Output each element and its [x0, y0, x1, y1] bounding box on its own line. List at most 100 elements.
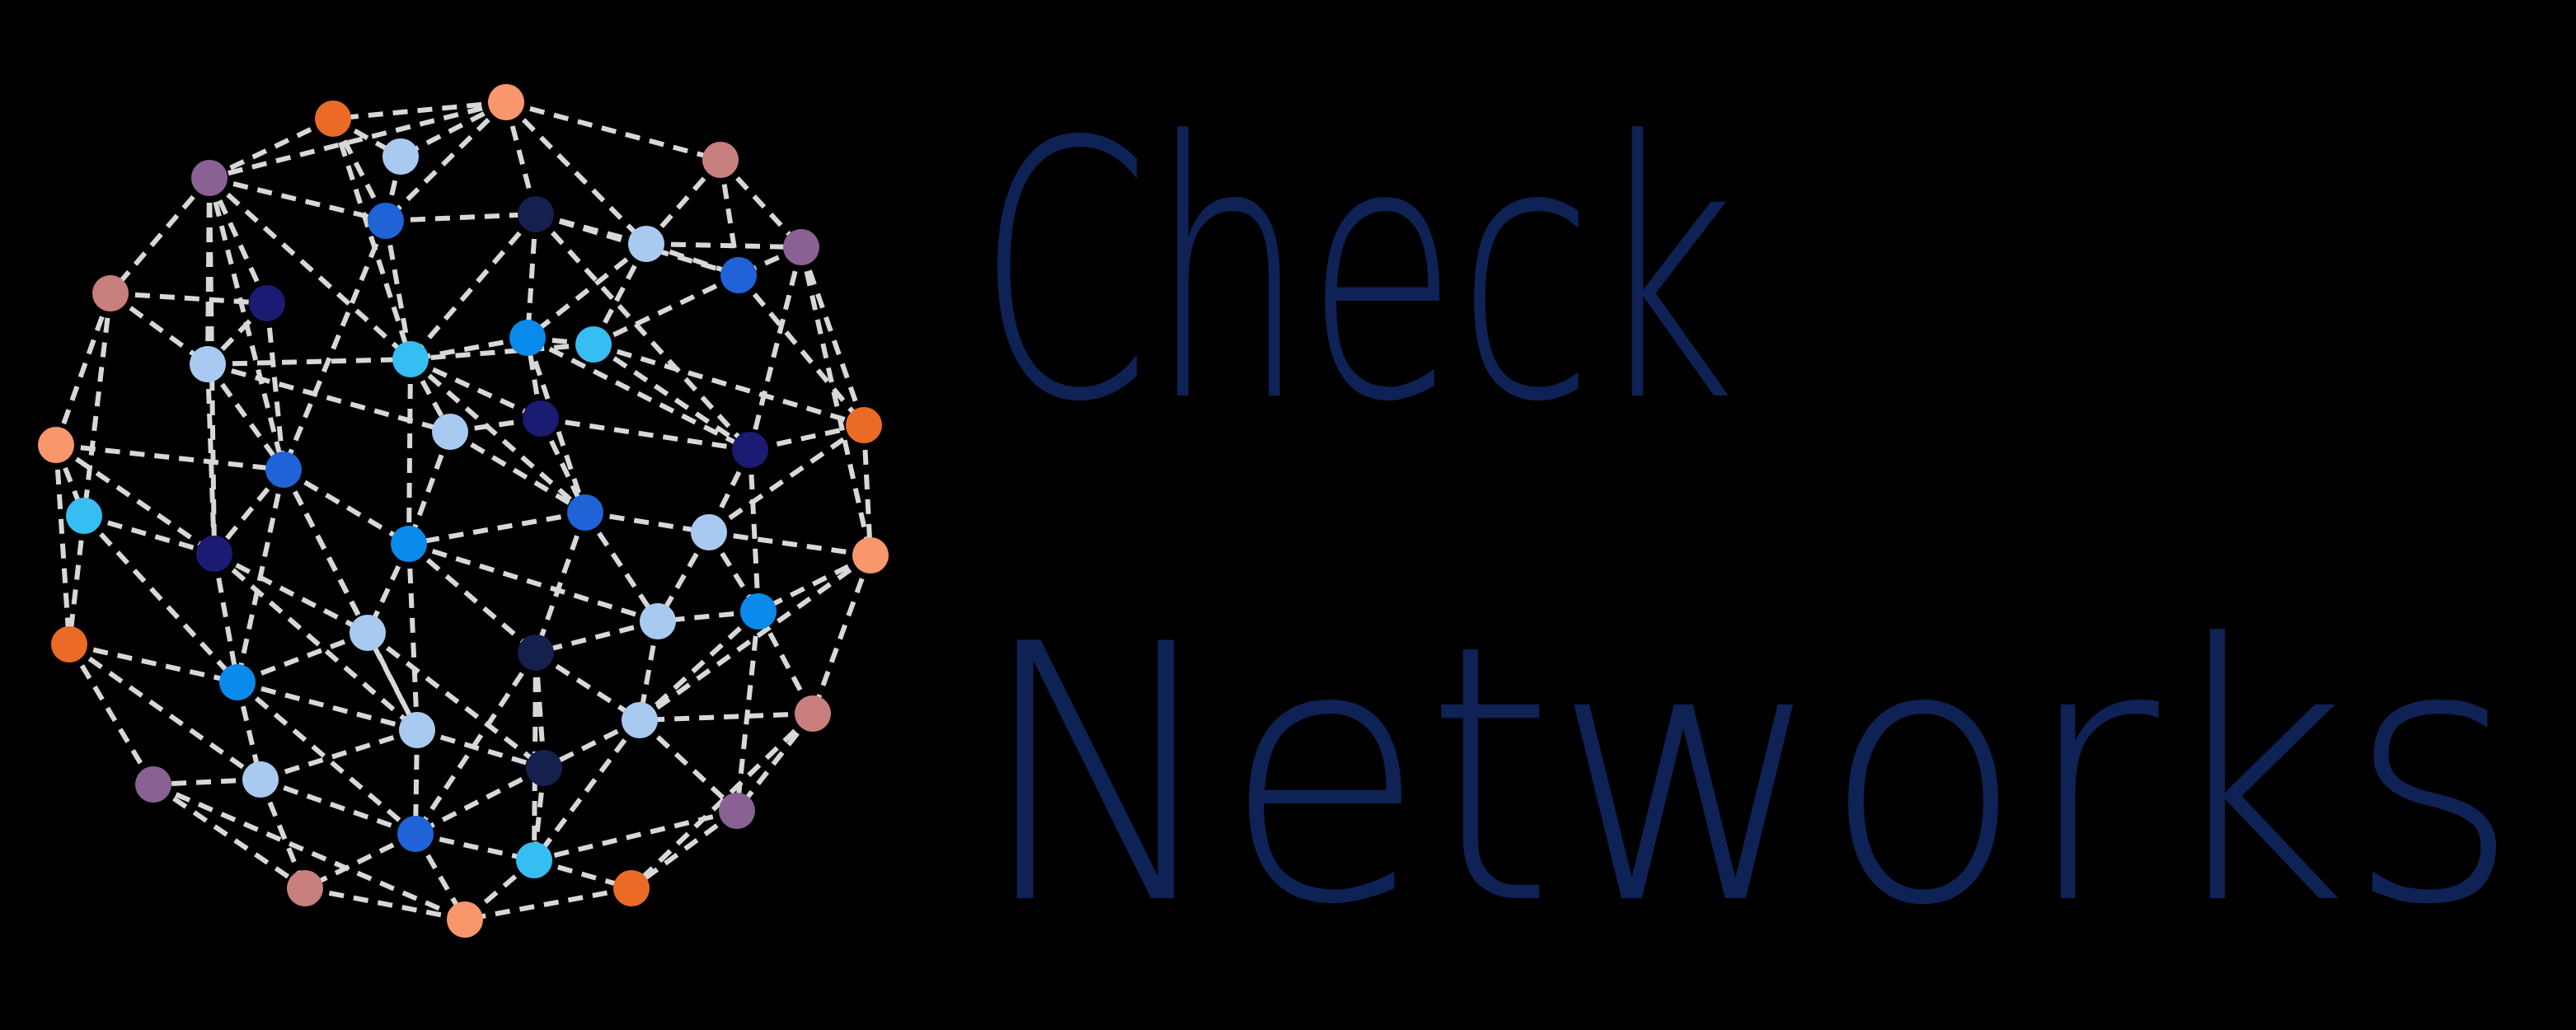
graph-edge — [734, 712, 815, 812]
graph-edge — [152, 777, 261, 787]
graph-edge — [366, 630, 546, 770]
graph-edge — [281, 219, 388, 471]
graph-edge — [645, 241, 802, 250]
graph-node — [249, 285, 285, 321]
graph-edge — [584, 510, 710, 535]
graph-node — [783, 229, 819, 265]
graph-edge — [67, 643, 156, 786]
graph-edge — [331, 118, 413, 360]
graph-edge — [525, 213, 538, 339]
graph-node — [613, 870, 650, 906]
graph-edge — [637, 609, 761, 723]
graph-edge — [734, 611, 761, 812]
graph-node — [315, 101, 351, 137]
graph-edge — [748, 246, 804, 451]
graph-edge — [409, 357, 542, 421]
graph-edge — [410, 335, 528, 362]
graph-node — [523, 400, 559, 437]
graph-edge — [109, 291, 209, 367]
graph-edge — [637, 718, 739, 813]
graph-node — [391, 526, 427, 562]
graph-edge — [639, 711, 814, 723]
graph-node — [190, 346, 226, 382]
graph-edge — [110, 291, 268, 306]
wordmark-line-check: Check — [977, 68, 1735, 480]
graph-edge — [258, 778, 307, 890]
graph-node — [567, 494, 603, 531]
graph-node — [219, 664, 256, 700]
graph-edge — [630, 808, 739, 891]
graph-node — [38, 427, 74, 463]
graph-edge — [583, 511, 660, 623]
graph-node — [846, 407, 882, 443]
graph-node — [518, 196, 554, 232]
graph-edge — [708, 530, 871, 558]
graph-node — [852, 537, 889, 574]
graph-edge — [464, 886, 632, 922]
graph-edge — [365, 631, 420, 732]
graph-edge — [67, 515, 87, 645]
graph-edge — [331, 117, 388, 222]
graph-edge — [54, 442, 216, 556]
graph-edge — [82, 293, 113, 517]
graph-edge — [542, 718, 641, 770]
graph-edge — [718, 159, 741, 276]
graph-edge — [399, 100, 508, 159]
graph-edge — [526, 241, 648, 340]
graph-edge — [533, 808, 738, 863]
graph-edge — [236, 630, 369, 685]
graph-node — [66, 498, 102, 534]
graph-edge — [799, 246, 873, 556]
graph-node — [516, 842, 552, 878]
graph-node — [242, 761, 279, 798]
graph-edge — [68, 642, 262, 782]
graph-edge — [213, 551, 419, 733]
graph-edge — [406, 543, 420, 731]
graph-node — [640, 603, 676, 639]
graph-edge — [748, 449, 761, 612]
graph-node — [518, 634, 554, 671]
graph-edge — [406, 358, 413, 545]
graph-node — [740, 593, 777, 630]
graph-node — [135, 766, 171, 803]
graph-node — [265, 452, 302, 488]
graph-edge — [756, 610, 815, 715]
graph-edge — [504, 101, 538, 215]
graph-edge — [54, 444, 72, 645]
graph-edge — [68, 642, 238, 685]
graph-edge — [532, 719, 642, 862]
graph-edge — [707, 423, 866, 535]
graph-edge — [385, 212, 537, 223]
graph-node — [720, 257, 757, 293]
graph-edge — [591, 242, 649, 346]
graph-edge — [593, 342, 865, 428]
graph-node — [719, 793, 755, 829]
graph-node — [392, 341, 429, 377]
graph-node — [575, 326, 612, 363]
graph-edge — [208, 116, 335, 180]
graph-node — [691, 514, 727, 550]
graph-edge — [303, 831, 417, 891]
graph-edge — [83, 513, 215, 556]
graph-node — [51, 626, 87, 662]
graph-edge — [526, 335, 752, 452]
graph-edge — [209, 100, 507, 180]
graph-edge — [416, 728, 545, 770]
graph-edge — [757, 553, 872, 614]
graph-node — [526, 750, 562, 786]
graph-edge — [406, 430, 453, 545]
graph-edge — [207, 177, 217, 555]
graph-edge — [736, 274, 866, 427]
graph-edge — [644, 158, 723, 246]
wordmark-line-networks: Networks — [977, 570, 2518, 982]
graph-node — [488, 84, 524, 120]
graph-node — [397, 816, 434, 852]
graph-node — [795, 695, 831, 732]
graph-edge — [207, 357, 411, 367]
graph-edge — [408, 510, 586, 546]
graph-edge — [799, 246, 866, 426]
graph-edge — [205, 363, 217, 555]
graph-edge — [212, 553, 240, 683]
graph-edge — [205, 363, 286, 471]
graph-edge — [55, 442, 284, 472]
